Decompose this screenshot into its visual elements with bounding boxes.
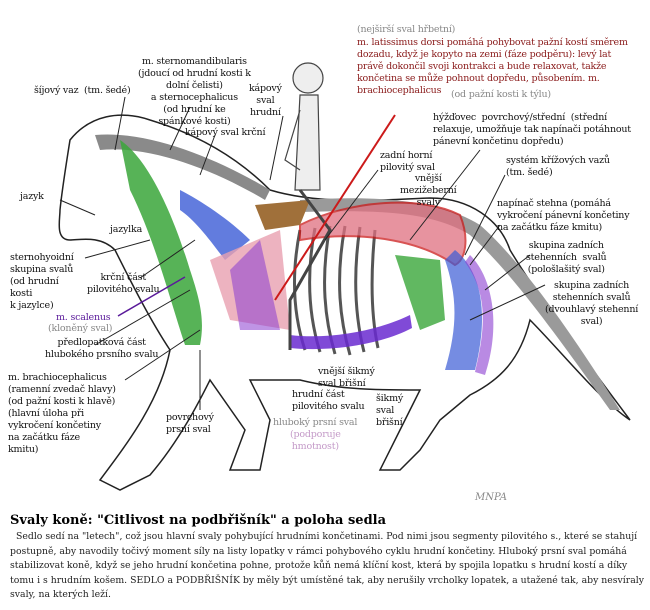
- saddle: [255, 200, 310, 230]
- label-tensor-fasciae: napínač stehna (pomáhá vykročení pánevní…: [497, 198, 630, 233]
- label-scalenus: m. scalenus: [56, 312, 111, 323]
- hamstring-muscles: [445, 250, 483, 370]
- label-prescapular-pectoral: předlopatková část hlubokého prsního sva…: [45, 337, 159, 360]
- oblique-abdominal-muscle: [290, 315, 412, 350]
- label-biceps-femoris: skupina zadních stehenních svalů (dvouhl…: [545, 280, 639, 327]
- label-sternomandibularis: m. sternomandibularis (jdoucí od hrudní …: [138, 56, 251, 127]
- label-latissimus: m. latissimus dorsi pomáhá pohybovat paž…: [357, 37, 628, 96]
- label-gluteal: hýžďovec povrchový/střední (střední rela…: [433, 112, 631, 147]
- label-brachiocephalicus: m. brachiocephalicus (ramenní zvedač hla…: [8, 372, 116, 455]
- tensor-fasciae-muscle: [395, 255, 445, 330]
- caption: Svaly koně: "Citlivost na podbřišník" a …: [10, 513, 645, 603]
- rhomboid-purple: [230, 240, 280, 330]
- label-oblique-abdominal: šikmý sval břišní: [376, 393, 404, 428]
- trapezius-muscle: [180, 190, 250, 260]
- latissimus-pointer: [274, 114, 396, 301]
- caption-body: Sedlo sedí na "letech", což jsou hlavní …: [10, 531, 644, 600]
- label-cervical-trapezius: kápový sval krční: [185, 127, 266, 138]
- biceps-femoris-muscle: [465, 255, 494, 375]
- brachiocephalicus-muscle: [120, 140, 202, 345]
- label-serratus-dorsalis: zadní horní pilovitý sval: [380, 150, 435, 173]
- caption-title: Svaly koně: "Citlivost na podbřišník" a …: [10, 513, 387, 528]
- label-deep-pectoral-note: (podporuje hmotnost): [290, 429, 341, 452]
- label-sacral-ligaments: systém křížových vazů (tm. šedé): [506, 155, 610, 178]
- label-nuchal-ligament: šíjový vaz (tm. šedé): [34, 85, 131, 96]
- label-thoracic-trapezius: kápový sval hrudní: [249, 83, 282, 118]
- leader-lines: [59, 96, 546, 410]
- label-latissimus-tail: (od pažní kosti k týlu): [451, 89, 551, 100]
- label-deep-pectoral: hluboký prsní sval: [273, 417, 358, 428]
- label-intercostal: vnější mezižeberní svaly: [400, 173, 457, 208]
- label-hyoid: jazylka: [110, 224, 143, 235]
- label-tongue: jazyk: [20, 191, 44, 202]
- nuchal-ligament: [95, 134, 270, 200]
- artist-signature: MNPA: [474, 492, 507, 503]
- label-thoracic-serratus: hrudní část pilovitého svalu: [292, 389, 365, 412]
- scalenus-pointer: [117, 276, 186, 317]
- label-superficial-pectoral: povrchový prsní sval: [166, 412, 214, 435]
- label-semitendinosus: skupina zadních stehenních svalů (pološl…: [526, 240, 607, 275]
- label-cervical-serratus: krční část pilovitého svalu: [87, 272, 160, 295]
- label-sternohyoid: sternohyoidní skupina svalů (od hrudní k…: [10, 252, 74, 311]
- label-external-oblique: vnější šikmý sval břišní: [318, 366, 375, 389]
- label-scalenus-cz: (kloněný sval): [48, 323, 113, 334]
- ribcage: [293, 225, 380, 356]
- label-latissimus-note: (nejširší sval hřbetní): [357, 24, 456, 35]
- horse-anatomy-illustration: MNPA: [58, 62, 631, 503]
- rider-skeleton: [284, 62, 332, 350]
